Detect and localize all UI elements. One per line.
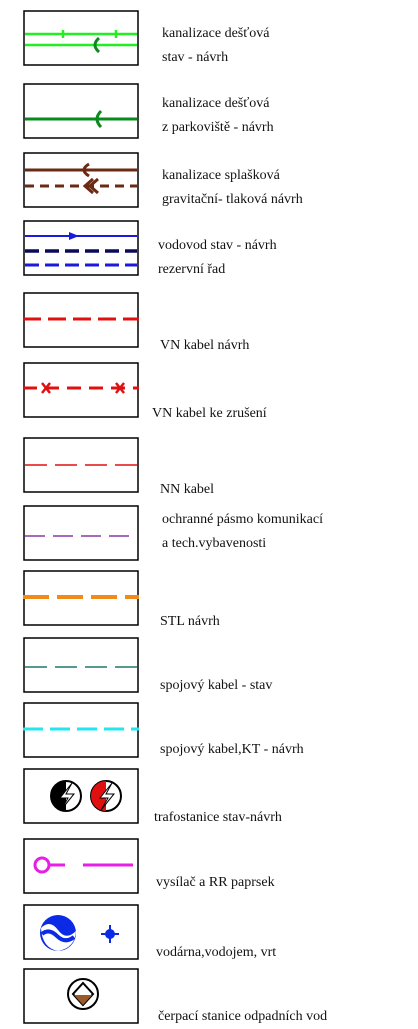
symbol-protection-zone [23,505,139,561]
legend-label-parking-sewer-2: z parkoviště - návrh [162,120,274,135]
pump-station-icon [67,978,99,1010]
well-icon [101,925,119,943]
symbol-gas-pipeline [23,570,139,626]
legend-label-pump-station: čerpací stanice odpadních vod [158,1009,328,1024]
symbol-transformer-station [23,768,139,824]
legend-label-parking-sewer-1: kanalizace dešťová [162,96,270,111]
symbol-lv-cable [23,437,139,493]
symbol-water-main [23,220,139,276]
symbol-waterworks [23,904,139,960]
legend-label-rain-sewer-1: kanalizace dešťová [162,26,270,41]
transformer-proposed-icon [90,780,122,812]
legend-label-gas-pipeline: STL návrh [160,614,220,629]
legend-label-sewage-1: kanalizace splašková [162,168,280,183]
legend-label-waterworks: vodárna,vodojem, vrt [156,945,277,960]
legend-label-sewage-2: gravitační- tlaková návrh [162,192,303,207]
legend-label-telecom-cable: spojový kabel - stav [160,678,273,693]
legend-label-hv-cable: VN kabel návrh [160,338,250,353]
legend-label-transmitter: vysílač a RR paprsek [156,875,275,890]
legend-label-lv-cable: NN kabel [160,482,215,497]
legend-label-rain-sewer-2: stav - návrh [162,50,229,65]
symbol-hv-cable-proposed [23,292,139,348]
legend-label-hv-cable-removal: VN kabel ke zrušení [152,406,267,421]
symbol-telecom-cable [23,637,139,693]
waterworks-icon [40,915,76,951]
legend-label-protection-zone-1: ochranné pásmo komunikací [162,512,323,527]
legend-label-telecom-kt: spojový kabel,KT - návrh [160,742,304,757]
transformer-existing-icon [50,780,82,812]
symbol-transmitter [23,838,139,894]
legend-label-water-main-1: vodovod stav - návrh [158,238,277,253]
symbol-telecom-kt [23,702,139,758]
symbol-sewage [23,152,139,208]
legend-label-water-main-2: rezervní řad [158,262,226,277]
symbol-hv-cable-removal [23,362,139,418]
legend-label-protection-zone-2: a tech.vybavenosti [162,536,267,551]
legend-label-transformer: trafostanice stav-návrh [154,810,282,825]
symbol-pump-station [23,968,139,1024]
symbol-parking-rain-sewer [23,83,139,139]
symbol-rain-sewer [23,10,139,66]
